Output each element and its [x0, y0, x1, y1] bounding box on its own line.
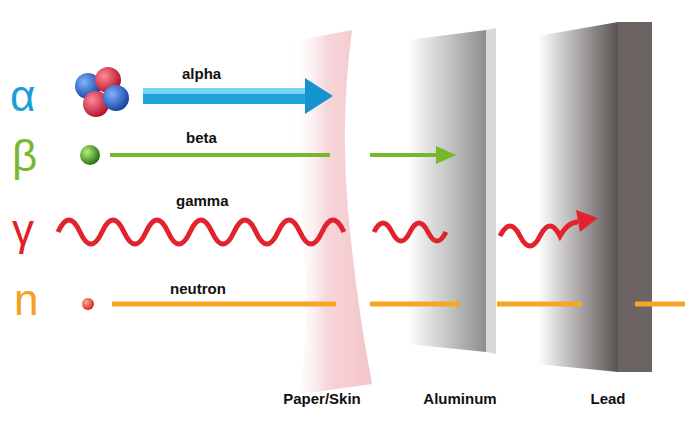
neutron-particle — [82, 298, 94, 310]
alpha-arrow — [143, 78, 333, 114]
greek-symbol: n — [14, 278, 38, 322]
ray-name: gamma — [176, 193, 229, 208]
aluminum-edge — [486, 28, 496, 354]
beta-ray — [370, 153, 440, 157]
ray-name: beta — [186, 130, 217, 145]
beta-ray — [110, 153, 330, 157]
beta-arrowhead — [436, 146, 456, 164]
material-name: Paper/Skin — [283, 391, 361, 406]
beta-particle — [80, 145, 100, 165]
gamma-wave — [500, 222, 578, 246]
greek-symbol: γ — [12, 208, 34, 252]
lead-edge — [618, 22, 652, 372]
gamma-wave — [58, 220, 344, 244]
lead-plate — [538, 22, 618, 372]
greek-symbol: β — [12, 134, 37, 178]
paper-sheet — [290, 30, 372, 394]
material-name: Aluminum — [423, 391, 496, 406]
neutron-ray — [112, 302, 685, 307]
ray-name: neutron — [170, 281, 226, 296]
greek-symbol: α — [10, 74, 35, 118]
material-name: Lead — [590, 391, 625, 406]
gamma-wave — [374, 223, 446, 241]
gamma-arrowhead — [576, 210, 598, 232]
ray-name: alpha — [182, 66, 221, 81]
alpha-particle — [75, 67, 129, 117]
